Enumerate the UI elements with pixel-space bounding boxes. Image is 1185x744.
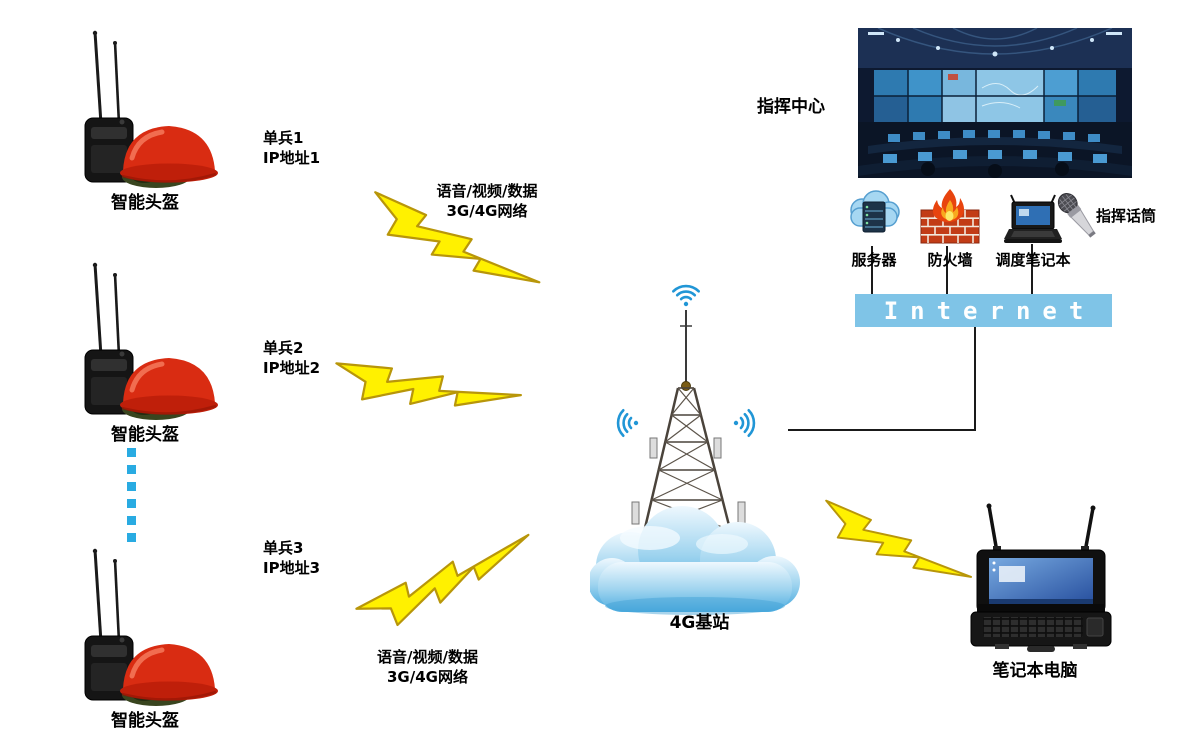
wifi-signal-icon-top — [672, 284, 700, 307]
soldier-3-id: 单兵3 IP地址3 — [263, 538, 320, 579]
soldier-2-name: 单兵2 — [263, 339, 304, 357]
soldier-1-ip: IP地址1 — [263, 149, 321, 168]
firewall-icon — [920, 189, 980, 244]
tower-mast — [680, 310, 692, 391]
server-label: 服务器 — [851, 251, 897, 269]
server-icon — [850, 190, 900, 233]
soldier-1-id: 单兵1 IP地址1 — [263, 128, 320, 169]
helmet-label-1: 智能头盔 — [111, 193, 179, 213]
lightning-link-2 — [328, 289, 522, 478]
smart-helmet-unit-2 — [70, 262, 220, 422]
uplink-text-top: 语音/视频/数据 3G/4G网络 — [402, 181, 572, 222]
internet-banner-text: Internet — [883, 296, 1096, 325]
field-laptop-label: 笔记本电脑 — [992, 661, 1078, 681]
soldier-3-name: 单兵3 — [263, 539, 304, 557]
uplink-text-bottom: 语音/视频/数据 3G/4G网络 — [345, 647, 510, 688]
ellipsis-dotted-line — [127, 448, 136, 548]
internet-banner: Internet — [855, 294, 1112, 327]
soldier-2-id: 单兵2 IP地址2 — [263, 338, 320, 379]
command-center-photo — [858, 28, 1132, 178]
command-center-label: 指挥中心 — [757, 97, 825, 117]
wifi-signal-icon-right — [733, 409, 756, 437]
soldier-1-name: 单兵1 — [263, 129, 304, 147]
dispatch-laptop-icon — [1004, 194, 1062, 243]
base-station-label: 4G基站 — [669, 613, 730, 633]
tower-antenna-panels — [631, 437, 746, 525]
video-wall — [874, 70, 1116, 122]
command-mic-label: 指挥话筒 — [1096, 207, 1157, 225]
soldier-2-ip: IP地址2 — [263, 359, 321, 378]
uplink-text-top-line1: 语音/视频/数据 — [436, 182, 538, 200]
lightning-link-3 — [353, 511, 530, 643]
helmet-label-2: 智能头盔 — [111, 425, 179, 445]
firewall-label: 防火墙 — [927, 251, 973, 269]
base-station-tower — [590, 284, 800, 615]
wifi-signal-icon-left — [616, 409, 639, 437]
lightning-link-laptop — [817, 455, 973, 627]
helmet-label-3: 智能头盔 — [111, 711, 179, 731]
uplink-text-top-line2: 3G/4G网络 — [446, 202, 528, 221]
uplink-text-bottom-line1: 语音/视频/数据 — [377, 648, 478, 666]
smart-helmet-unit-1 — [70, 30, 220, 190]
cloud — [590, 506, 800, 612]
uplink-text-bottom-line2: 3G/4G网络 — [387, 668, 468, 687]
field-laptop — [970, 503, 1112, 652]
smart-helmet-unit-3 — [70, 548, 220, 708]
microphone-icon — [1057, 193, 1096, 238]
dispatch-laptop-label: 调度笔记本 — [995, 251, 1071, 269]
soldier-3-ip: IP地址3 — [263, 559, 321, 578]
